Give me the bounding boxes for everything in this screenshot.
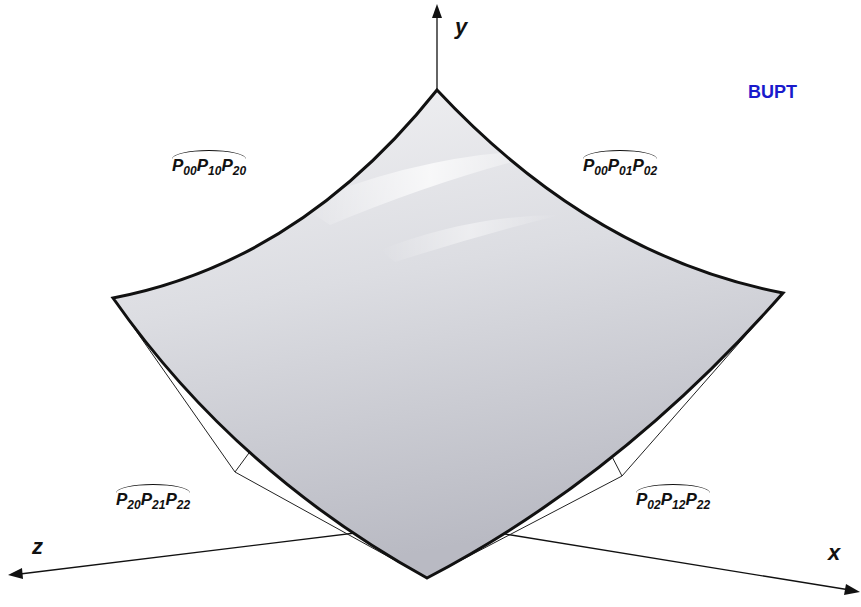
surface-outline	[113, 90, 783, 578]
axis-label: y	[455, 14, 467, 40]
arrowhead	[432, 4, 442, 18]
surface-fill	[113, 90, 783, 578]
arrowhead	[8, 568, 23, 579]
curve-label: P02P12P22	[636, 484, 710, 510]
watermark: BUPT	[748, 82, 797, 103]
surface-highlight	[380, 215, 560, 262]
axes	[20, 14, 850, 590]
arrowhead	[844, 584, 860, 595]
curve-label: P00P10P20	[172, 150, 246, 176]
surface-highlight	[300, 150, 560, 225]
axis-arrowheads	[8, 4, 860, 595]
curve-label: P00P01P02	[583, 150, 657, 176]
axis-label: x	[828, 540, 840, 566]
axis-label: z	[32, 534, 43, 560]
curve-label: P20P21P22	[116, 484, 190, 510]
